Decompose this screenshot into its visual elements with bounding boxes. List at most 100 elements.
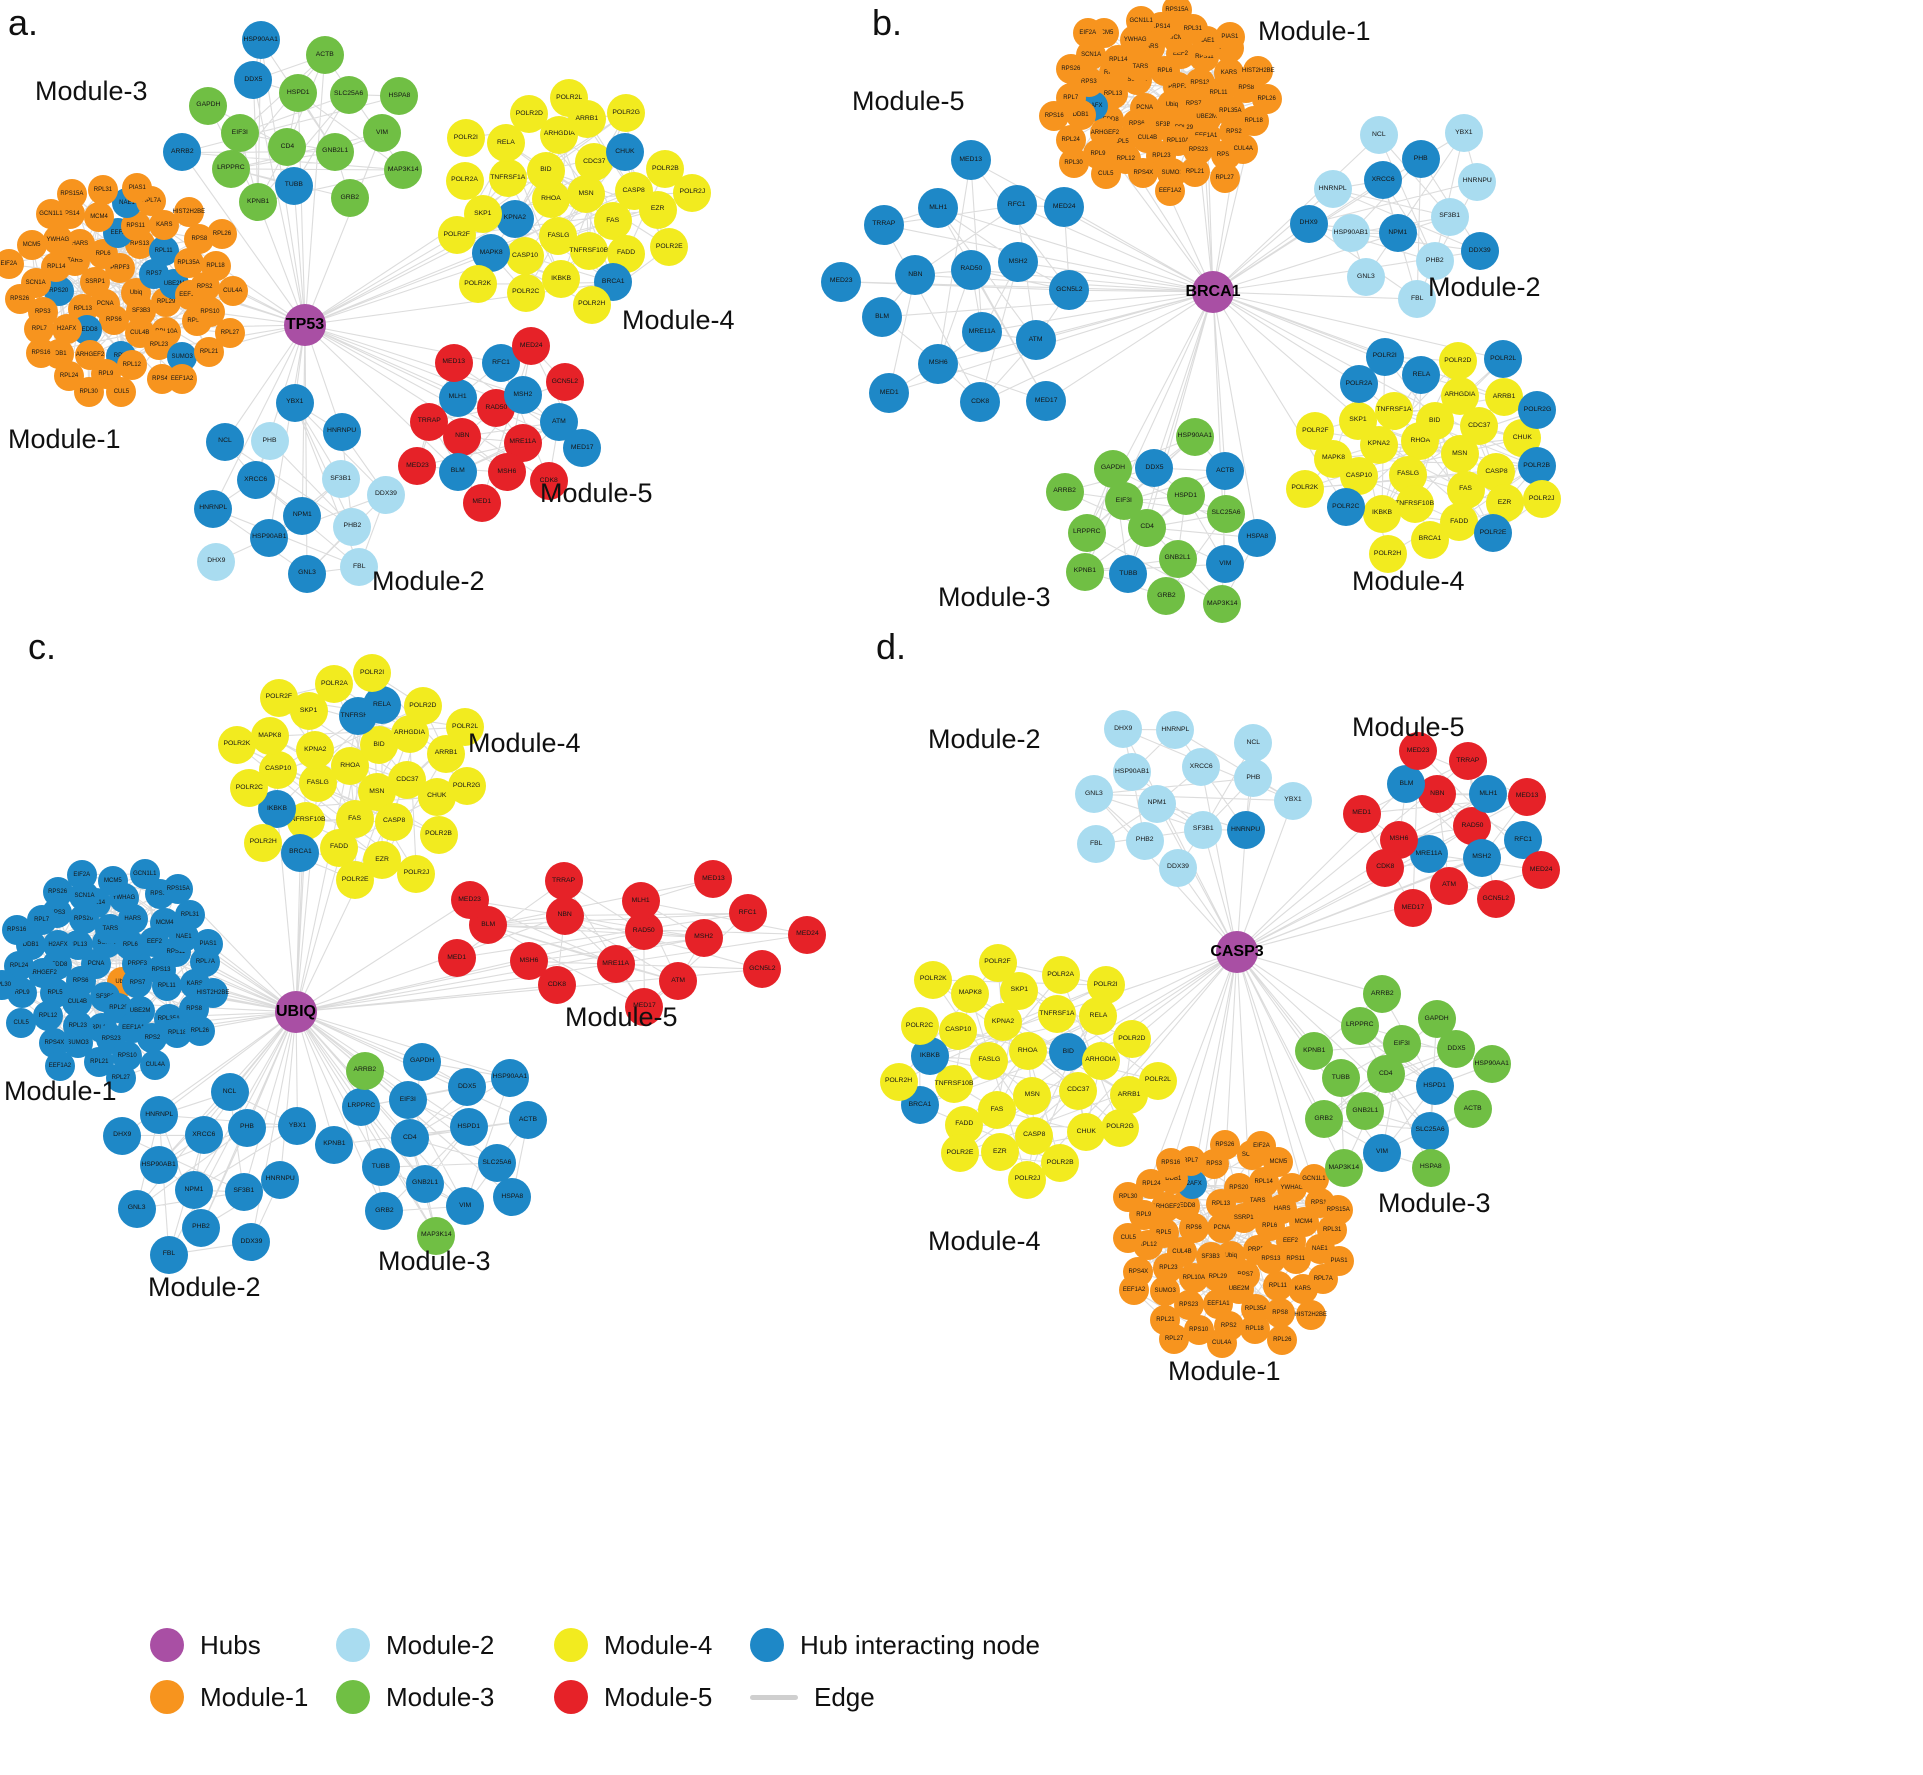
gene-node-rps16: RPS16 [1,914,32,945]
gene-node-polr2a: POLR2A [315,665,354,704]
gene-node-fas: FAS [1446,470,1485,509]
gene-node-rps16: RPS16 [1155,1148,1186,1179]
edge-swatch [750,1694,798,1700]
gene-node-slc25a6: SLC25A6 [477,1143,516,1182]
legend-label: Module-3 [386,1681,495,1712]
module-label-module-3: Module-3 [1378,1188,1491,1218]
gene-node-polr2j: POLR2J [673,173,712,212]
gene-node-actb: ACTB [1206,452,1245,491]
legend-label: Module-4 [604,1629,713,1660]
gene-node-chuk: CHUK [605,133,644,172]
gene-node-atm: ATM [1015,320,1056,361]
panel-letter-c: c. [28,626,57,667]
gene-node-phb: PHB [250,422,289,461]
gene-node-ybx1: YBX1 [278,1107,317,1146]
gene-node-tnfrsf10b: TNFRSF10B [1395,485,1434,524]
gene-node-med23: MED23 [450,881,489,920]
gene-node-msh6: MSH6 [487,453,526,492]
gene-node-actb: ACTB [508,1101,547,1140]
legend-swatch-hub [150,1628,184,1662]
gene-node-rpl21: RPL21 [194,337,224,368]
gene-node-polr2f: POLR2F [259,678,298,717]
gene-node-cdk8: CDK8 [529,462,568,501]
gene-node-gnl3: GNL3 [288,554,327,593]
gene-node-msn: MSN [1013,1076,1052,1115]
gene-node-hsp90ab1: HSP90AB1 [139,1146,178,1185]
gene-node-med17: MED17 [1393,889,1432,928]
gene-node-med24: MED24 [1522,851,1561,890]
legend-swatch-module5 [554,1680,588,1714]
gene-node-ybx1: YBX1 [1444,114,1483,152]
gene-node-rpl27: RPL27 [1209,162,1240,193]
gene-node-med17: MED17 [1026,381,1067,422]
gene-node-med1: MED1 [1342,794,1381,833]
gene-node-hnrnpu: HNRNPU [261,1160,300,1199]
gene-node-ikbkb: IKBKB [1363,494,1402,533]
gene-node-npm1: NPM1 [174,1171,213,1210]
gene-node-grb2: GRB2 [1147,577,1186,616]
gene-node-dhx9: DHX9 [103,1116,142,1155]
legend-item-edge: Edge [750,1680,1180,1714]
legend-item-module-1: Module-1 [150,1680,336,1714]
gene-node-gnl3: GNL3 [1346,258,1385,297]
gene-node-polr2e: POLR2E [940,1134,979,1173]
gene-node-rps16: RPS16 [1039,101,1070,132]
gene-node-polr2k: POLR2K [217,725,256,764]
gene-node-tubb: TUBB [361,1148,400,1187]
gene-node-chuk: CHUK [1067,1113,1106,1152]
gene-node-rpl26: RPL26 [206,218,237,249]
gene-node-slc25a6: SLC25A6 [329,75,368,114]
gene-node-mlh1: MLH1 [621,882,660,921]
gene-node-polr2i: POLR2I [446,119,485,158]
gene-node-casp10: CASP10 [506,237,545,276]
gene-node-hist2h2be: HIST2H2BE [173,196,205,227]
gene-node-cdk8: CDK8 [537,966,576,1005]
gene-node-med13: MED13 [434,343,473,382]
legend-item-module-4: Module-4 [554,1628,750,1662]
module-label-module-3: Module-3 [35,76,148,106]
gene-node-grb2: GRB2 [330,179,369,218]
legend-label: Module-1 [200,1681,309,1712]
gene-node-rpl11: RPL11 [151,970,182,1001]
gene-node-rela: RELA [1079,997,1118,1036]
gene-node-eif2a: EIF2A [0,249,24,280]
gene-node-cul4a: CUL4A [140,1049,171,1080]
gene-node-bid: BID [526,151,565,190]
gene-node-kpna2: KPNA2 [495,199,534,238]
gene-node-rpl26: RPL26 [1267,1325,1298,1356]
gene-node-ywhag: YWHAG [42,225,73,256]
gene-node-gnb2l1: GNB2L1 [406,1164,445,1203]
gene-node-nbn: NBN [443,417,482,456]
gene-node-polr2f: POLR2F [437,216,476,255]
gene-node-fbl: FBL [340,547,379,586]
gene-node-mre11a: MRE11A [503,423,542,462]
module-label-module-5: Module-5 [852,86,965,116]
gene-node-polr2h: POLR2H [879,1062,918,1101]
gene-node-eef1a2: EEF1A2 [167,364,198,395]
gene-node-ncl: NCL [1234,724,1273,763]
gene-node-polr2l: POLR2L [1138,1061,1177,1100]
gene-node-nbn: NBN [545,896,584,935]
gene-node-trrap: TRRAP [544,862,583,901]
gene-node-brca1: BRCA1 [281,833,320,872]
gene-node-rps7: RPS7 [122,968,153,999]
module-label-module-3: Module-3 [378,1246,491,1276]
gene-node-polr2c: POLR2C [1326,488,1365,527]
gene-node-hnrnpl: HNRNPL [1313,170,1352,209]
gene-node-rps4x: RPS4X [1128,157,1159,188]
gene-node-rpl6: RPL6 [1149,56,1180,87]
gene-node-rpl21: RPL21 [1180,157,1211,188]
gene-node-atm: ATM [1430,866,1469,905]
gene-node-polr2e: POLR2E [650,228,689,267]
gene-node-npm1: NPM1 [1138,784,1177,823]
gene-node-hist2h2be: HIST2H2BE [1294,1300,1327,1331]
module-label-module-5: Module-5 [1352,712,1465,742]
gene-node-hnrnpl: HNRNPL [194,489,233,528]
module-label-module-2: Module-2 [372,566,485,596]
legend-item-module-3: Module-3 [336,1680,554,1714]
gene-node-eef1a2: EEF1A2 [44,1050,75,1081]
gene-node-h2afx: H2AFX [43,930,73,961]
gene-node-map3k14: MAP3K14 [1324,1149,1363,1188]
gene-node-polr2b: POLR2B [1517,447,1556,486]
gene-node-eif2a: EIF2A [1246,1131,1277,1162]
